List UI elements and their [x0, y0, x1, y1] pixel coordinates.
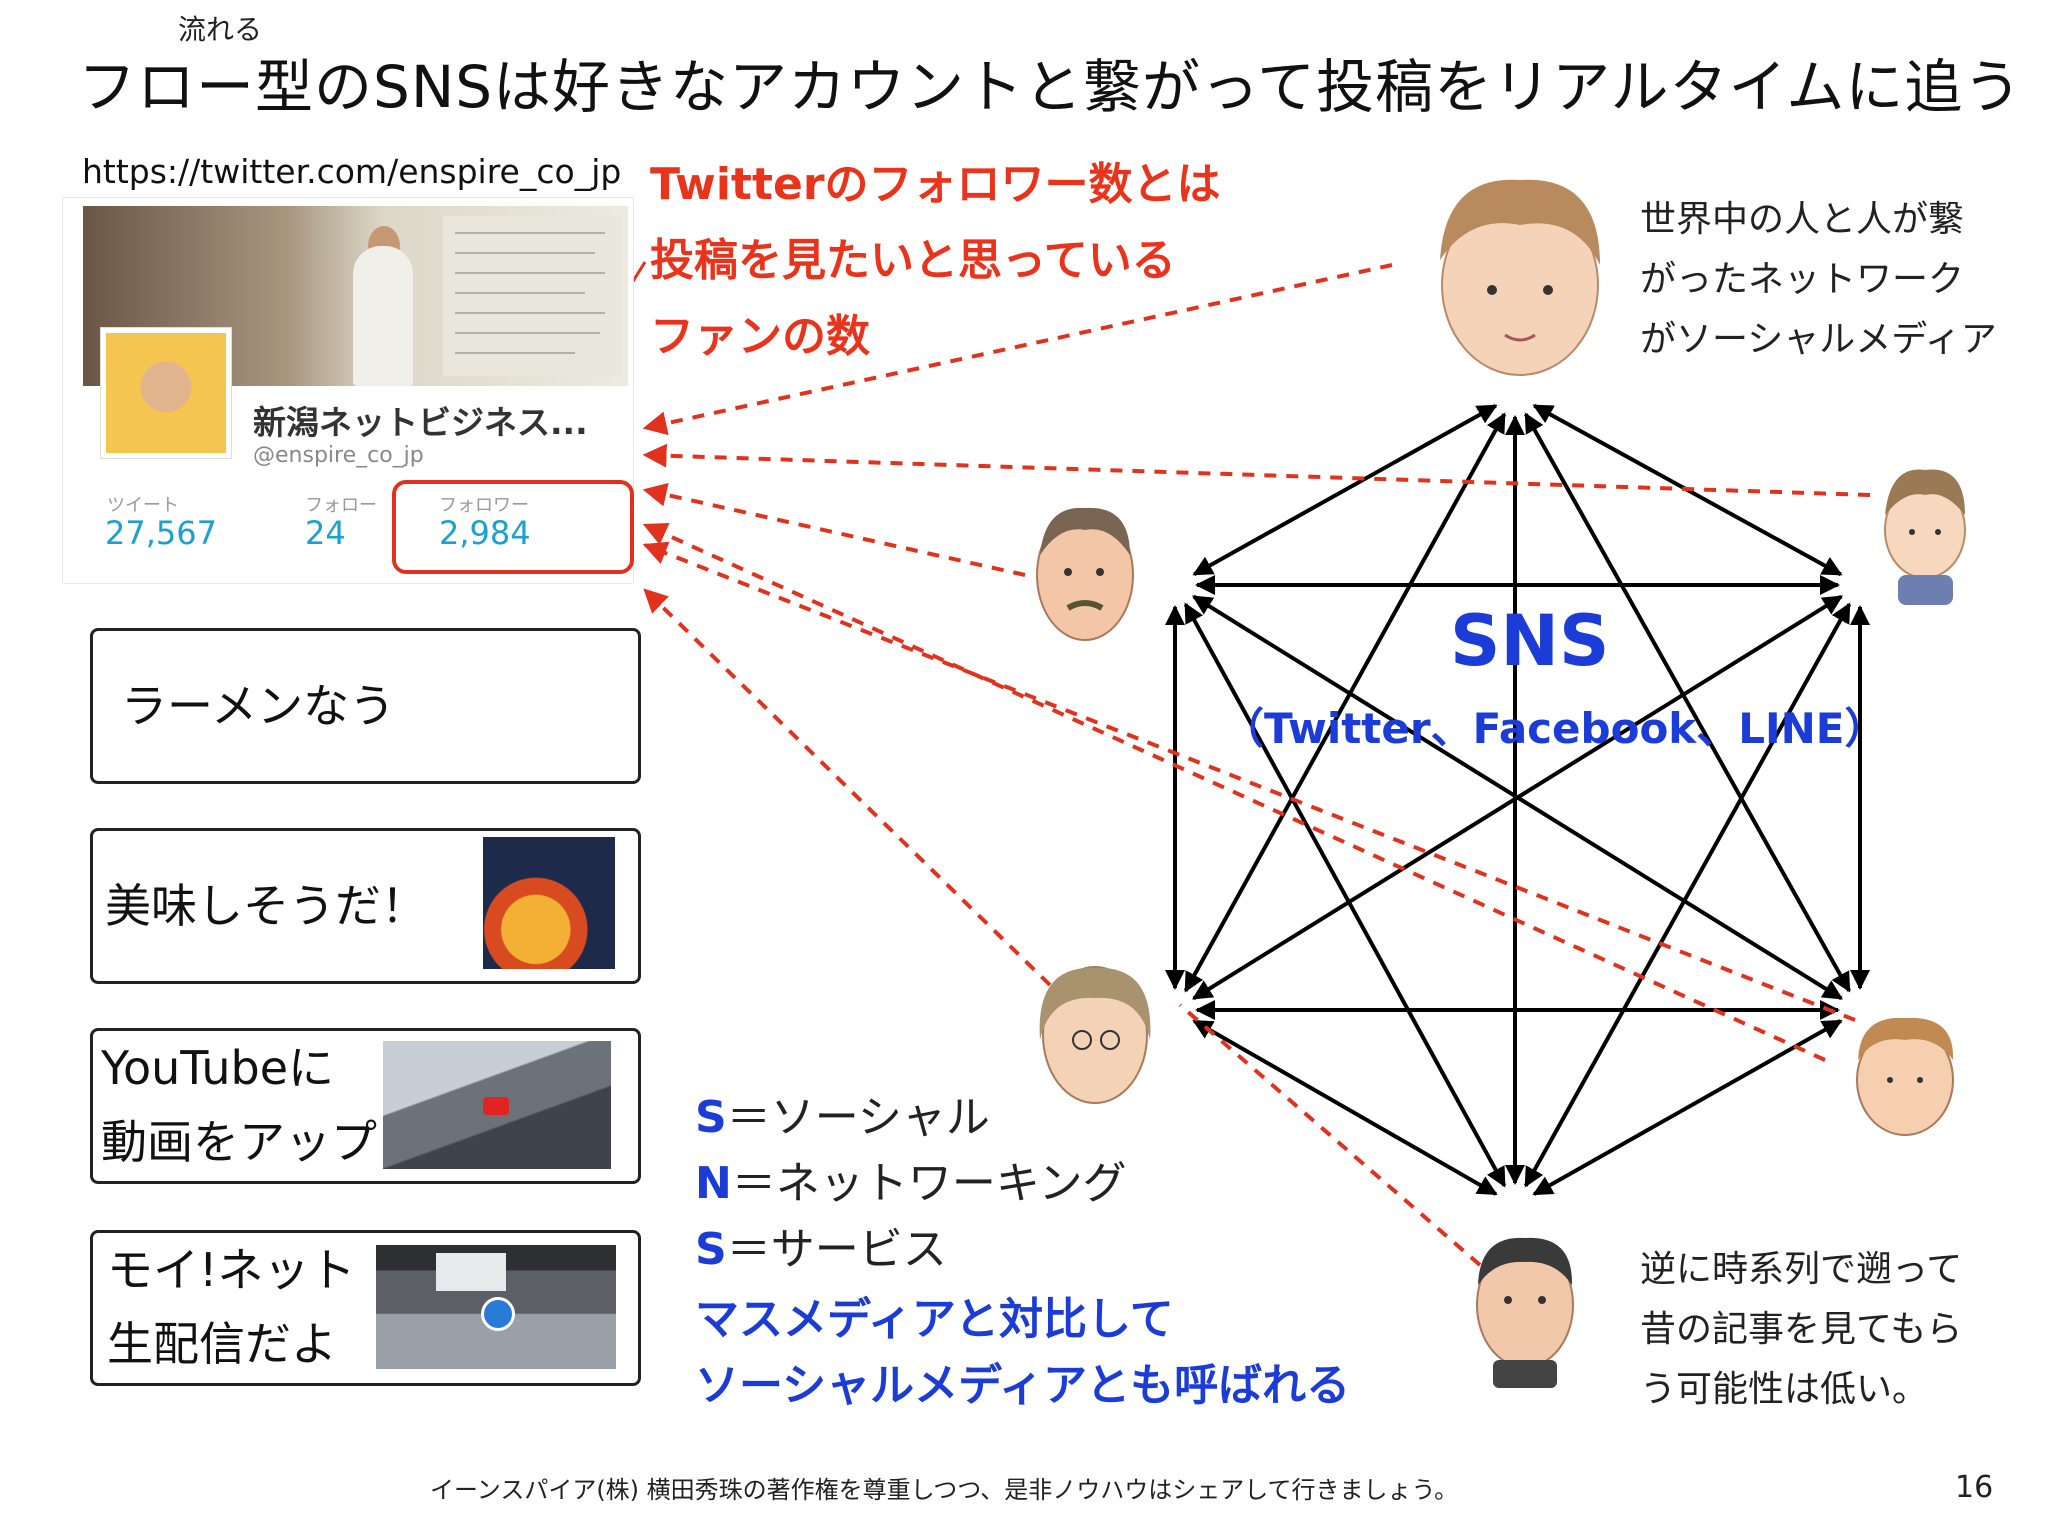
page-number: 16 [1955, 1470, 1994, 1505]
account-handle: @enspire_co_jp [253, 443, 424, 468]
stat-label-following: フォロー [305, 495, 377, 516]
screen-image [436, 1253, 506, 1291]
post-bubble-ramen[interactable]: ラーメンなう [90, 628, 641, 784]
social-media-note: 世界中の人と人が繋 がったネットワーク がソーシャルメディア [1640, 190, 1997, 370]
note-line: う可能性は低い。 [1640, 1369, 1929, 1410]
follower-line [642, 443, 1871, 497]
stat-value-tweets[interactable]: 27,567 [105, 514, 217, 552]
post-text: 美味しそうだ！ [105, 879, 427, 933]
post-text-line-1: YouTubeに [101, 1041, 335, 1095]
twitter-profile-card: 新潟ネットビジネス... @enspire_co_jp ツイート 27,567 … [62, 197, 634, 584]
account-name[interactable]: 新潟ネットビジネス... [253, 403, 588, 442]
post-text-line-2: 生配信だよ [107, 1317, 337, 1371]
stat-label-tweets: ツイート [107, 495, 179, 516]
stat-value-followers[interactable]: 2,984 [439, 514, 531, 552]
follower-lines [642, 263, 1871, 1267]
post-text-line-1: モイ!ネット [107, 1243, 356, 1297]
live-stream-thumbnail[interactable] [376, 1245, 616, 1369]
title-ruby: 流れる [178, 13, 263, 46]
person-right-top-icon [1884, 469, 1966, 605]
definition-letter: S [695, 1092, 727, 1143]
post-bubble-livestream[interactable]: モイ!ネット 生配信だよ [90, 1230, 641, 1386]
page-title: フロー型のSNSは好きなアカウントと繋がって投稿をリアルタイムに追う [78, 53, 2023, 121]
follower-note: Twitterのフォロワー数とは 投稿を見たいと思っている ファンの数 [650, 147, 1221, 375]
note-line: 逆に時系列で遡って [1640, 1249, 1963, 1290]
play-icon[interactable] [481, 1297, 515, 1331]
avatar[interactable] [101, 328, 231, 458]
follower-line [642, 522, 1826, 1062]
network-edge [1192, 403, 1498, 577]
follower-line [643, 588, 1052, 987]
food-photo [483, 837, 615, 969]
timeline-note: 逆に時系列で遡って 昔の記事を見てもら う可能性は低い。 [1640, 1240, 1962, 1420]
definition-text: ＝サービス [726, 1224, 947, 1275]
follower-line [642, 263, 1393, 436]
note-line: 世界中の人と人が繋 [1640, 199, 1965, 240]
definition-letter: N [695, 1158, 732, 1209]
definition-text: ＝ソーシャル [726, 1092, 990, 1143]
person-left-icon [1036, 507, 1134, 641]
stat-value-following[interactable]: 24 [305, 514, 346, 552]
note-line: がソーシャルメディア [1640, 319, 1997, 360]
network-edge [1183, 602, 1507, 1188]
note-line: 昔の記事を見てもら [1640, 1309, 1963, 1350]
footer-copyright: イーンスパイア(株) 横田秀珠の著作権を尊重しつつ、是非ノウハウはシェアして行き… [430, 1476, 1459, 1504]
definition-text: ＝ネットワーキング [731, 1158, 1127, 1209]
post-text-line-2: 動画をアップ [101, 1115, 377, 1169]
definition-line-1: マスメディアと対比して [695, 1294, 1174, 1345]
definition-line-2: ソーシャルメディアとも呼ばれる [695, 1360, 1351, 1411]
follower-line [1178, 1003, 1482, 1267]
post-text: ラーメンなう [121, 679, 396, 733]
train-video-thumbnail[interactable] [383, 1041, 611, 1169]
profile-banner-photo [83, 206, 628, 386]
follower-line [642, 541, 1856, 1022]
followers-highlight-box [392, 480, 634, 574]
play-icon[interactable] [483, 1097, 509, 1115]
banner-document-image [443, 216, 621, 376]
network-title: SNS [1450, 600, 1610, 682]
network-edge [1532, 1019, 1843, 1196]
post-bubble-youtube[interactable]: YouTubeに 動画をアップ [90, 1028, 641, 1184]
sns-definition: S＝ソーシャル N＝ネットワーキング S＝サービス マスメディアと対比して ソー… [695, 1085, 1350, 1419]
profile-url[interactable]: https://twitter.com/enspire_co_jp [82, 152, 622, 191]
network-subtitle: （Twitter、Facebook、LINE） [1222, 704, 1887, 753]
post-bubble-food[interactable]: 美味しそうだ！ [90, 828, 641, 984]
follower-note-line-3: ファンの数 [650, 311, 870, 362]
follower-note-line-2: 投稿を見たいと思っている [650, 235, 1176, 286]
person-bottom-icon [1476, 1237, 1574, 1388]
person-right-bottom-icon [1856, 1017, 1954, 1136]
follower-note-line-1: Twitterのフォロワー数とは [650, 159, 1221, 210]
follower-line [642, 483, 1026, 577]
person-top-icon [1440, 179, 1600, 376]
network-edges [1165, 403, 1870, 1196]
definition-letter: S [695, 1224, 727, 1275]
person-left-bottom-icon [1039, 966, 1151, 1104]
note-line: がったネットワーク [1640, 259, 1965, 300]
stat-label-followers: フォロワー [439, 495, 529, 516]
